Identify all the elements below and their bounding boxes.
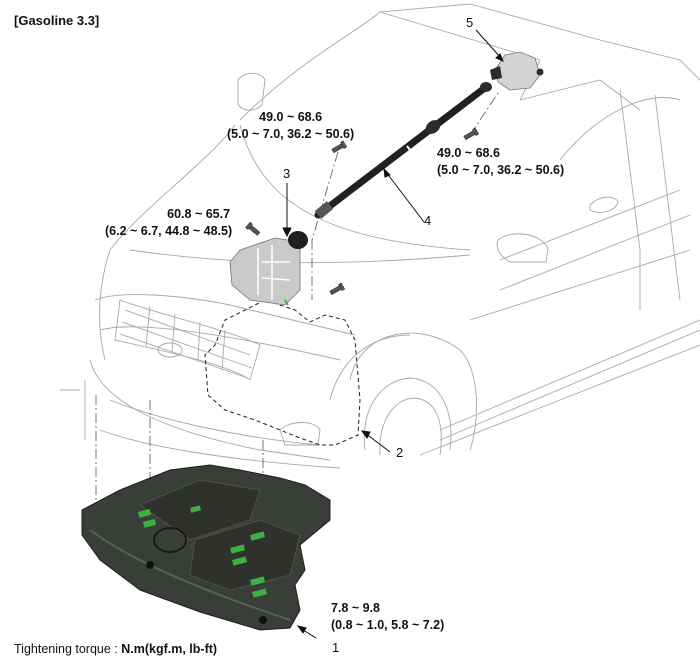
vehicle-outline xyxy=(60,3,700,469)
torque-nm: 60.8 ~ 65.7 xyxy=(167,207,231,221)
bolt-icon xyxy=(329,282,346,296)
legend-prefix: Tightening torque : xyxy=(14,642,122,656)
bolt-icon xyxy=(245,221,261,236)
torque-spec-prop-shaft-front: 49.0 ~ 68.6 (5.0 ~ 7.0, 36.2 ~ 50.6) xyxy=(227,111,354,140)
bumper-area-outline xyxy=(204,299,361,446)
callout-5: 5 xyxy=(466,15,474,30)
torque-nm: 49.0 ~ 68.6 xyxy=(437,146,500,160)
figure-title: [Gasoline 3.3] xyxy=(14,13,100,28)
torque-spec-under-cover: 7.8 ~ 9.8 (0.8 ~ 1.0, 5.8 ~ 7.2) xyxy=(331,602,444,631)
legend-units: N.m(kgf.m, lb-ft) xyxy=(121,642,218,656)
callout-3: 3 xyxy=(283,166,291,181)
torque-nm: 49.0 ~ 68.6 xyxy=(259,110,323,124)
bolt-icon xyxy=(331,140,348,154)
torque-kgf-lbft: (5.0 ~ 7.0, 36.2 ~ 50.6) xyxy=(437,162,565,177)
bolt-icons xyxy=(245,127,480,296)
under-cover-part xyxy=(81,464,331,631)
bolt-icon xyxy=(463,127,480,141)
torque-spec-prop-shaft-rear: 49.0 ~ 68.6 (5.0 ~ 7.0, 36.2 ~ 50.6) xyxy=(437,147,564,176)
torque-spec-transfer-case: 60.8 ~ 65.7 (6.2 ~ 6.7, 44.8 ~ 48.5) xyxy=(105,208,232,237)
callout-4: 4 xyxy=(424,213,432,228)
rear-differential-part xyxy=(490,51,544,91)
propeller-shaft-part xyxy=(314,82,492,219)
torque-kgf-lbft: (6.2 ~ 6.7, 44.8 ~ 48.5) xyxy=(105,223,233,238)
callout-1: 1 xyxy=(332,640,340,655)
callout-arrows xyxy=(282,29,504,639)
torque-kgf-lbft: (0.8 ~ 1.0, 5.8 ~ 7.2) xyxy=(331,617,445,632)
torque-kgf-lbft: (5.0 ~ 7.0, 36.2 ~ 50.6) xyxy=(227,126,355,141)
torque-nm: 7.8 ~ 9.8 xyxy=(331,601,380,615)
logo-badge xyxy=(157,342,183,358)
torque-units-legend: Tightening torque : N.m(kgf.m, lb-ft) xyxy=(14,643,217,656)
callout-2: 2 xyxy=(396,445,404,460)
transfer-case-part xyxy=(229,231,308,306)
